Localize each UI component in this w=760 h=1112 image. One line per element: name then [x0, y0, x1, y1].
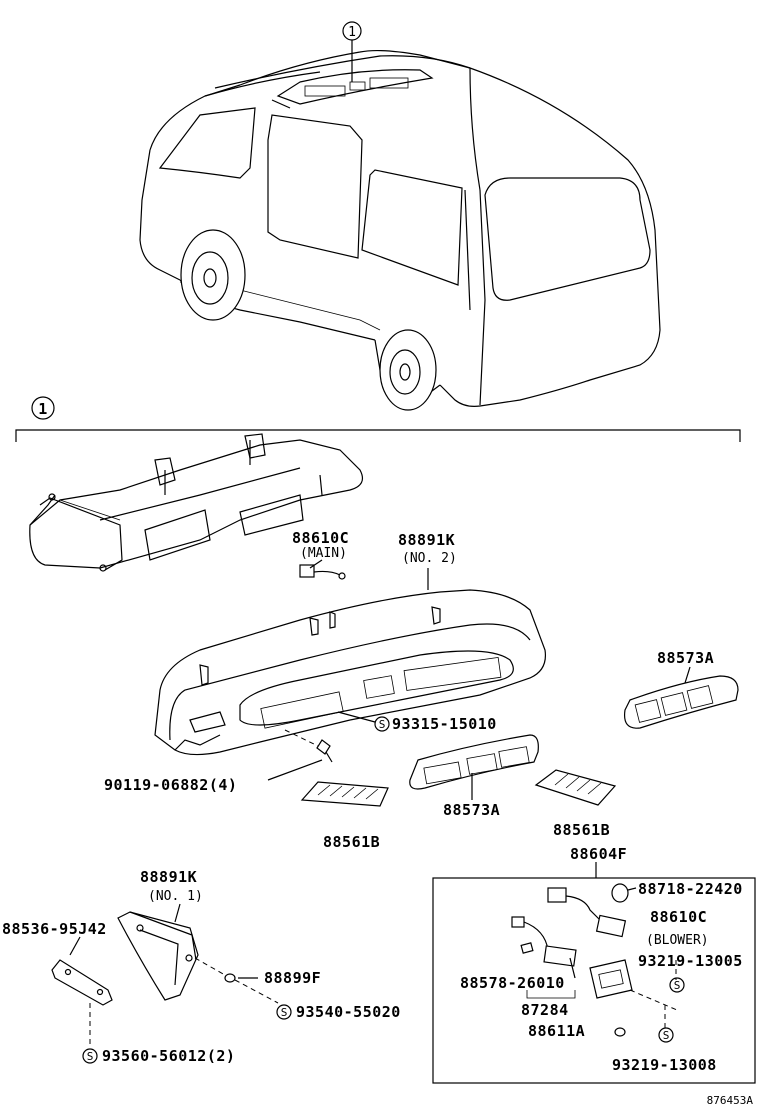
console-frame: [29, 433, 363, 572]
label-88611a: 88611A: [528, 1022, 585, 1040]
label-88718: 88718-22420: [638, 880, 743, 898]
label-88891k-no2: 88891K: [398, 531, 455, 549]
grille-88573a-center: [409, 734, 539, 790]
label-88561b-right: 88561B: [553, 821, 610, 839]
svg-text:S: S: [379, 718, 386, 731]
svg-text:S: S: [281, 1006, 288, 1019]
roof-console-no2: [154, 589, 547, 756]
label-93219-a: 93219-13005: [638, 952, 743, 970]
label-88610c-blower: 88610C: [650, 908, 707, 926]
bracket-88536: [51, 959, 113, 1006]
screw-mark-93540: S: [276, 1004, 292, 1020]
van-illustration: [139, 40, 661, 411]
label-88891k-no2-note: (NO. 2): [402, 551, 457, 566]
screw-mark-93315: S: [374, 716, 390, 732]
label-93315: 93315-15010: [392, 715, 497, 733]
blower-parts: [511, 883, 678, 1037]
label-93540: 93540-55020: [296, 1003, 401, 1021]
leader-93315: [337, 711, 376, 723]
label-88561b-left: 88561B: [323, 833, 380, 851]
callout-top-number: 1: [348, 25, 356, 40]
label-88891k-no1: 88891K: [140, 868, 197, 886]
blower-assembly-box: [432, 877, 756, 1084]
label-88610c-blower-note: (BLOWER): [646, 933, 709, 948]
label-88573a-right: 88573A: [657, 649, 714, 667]
washer-88899f: [194, 957, 279, 1004]
grille-88573a-right: [623, 675, 739, 729]
screw-90119: [267, 729, 333, 781]
label-88604f: 88604F: [570, 845, 627, 863]
label-88610c-main-note: (MAIN): [300, 546, 347, 561]
label-93560: 93560-56012(2): [102, 1047, 235, 1065]
screw-mark-93219-b: S: [658, 1027, 674, 1043]
svg-text:S: S: [87, 1050, 94, 1063]
label-88536: 88536-95J42: [2, 920, 107, 938]
label-88578: 88578-26010: [460, 974, 565, 992]
label-88899f: 88899F: [264, 969, 321, 987]
label-90119: 90119-06882(4): [104, 776, 237, 794]
label-93219-b: 93219-13008: [612, 1056, 717, 1074]
panel-88561b-right: [534, 769, 617, 806]
leader-88891k-no1: [174, 903, 181, 923]
label-88891k-no1-note: (NO. 1): [148, 889, 203, 904]
label-88573a-center: 88573A: [443, 801, 500, 819]
section-bracket: 1: [15, 396, 741, 442]
switch-main: [299, 564, 346, 580]
svg-text:S: S: [674, 979, 681, 992]
diagram-reference-number: 876453A: [707, 1094, 754, 1107]
screw-mark-93560: S: [82, 1048, 98, 1064]
screw-mark-93219-a: S: [669, 977, 685, 993]
leader-88573a-right: [684, 666, 691, 684]
leader-88610c-main: [309, 559, 323, 569]
label-88610c-main: 88610C: [292, 529, 349, 547]
leader-88536: [69, 936, 81, 956]
label-87284: 87284: [521, 1001, 569, 1019]
svg-text:S: S: [663, 1029, 670, 1042]
callout-top: 1: [342, 21, 362, 41]
cover-88891k-no1: [117, 911, 199, 1001]
callout-section-number: 1: [38, 400, 48, 418]
panel-88561b-left: [300, 781, 389, 807]
